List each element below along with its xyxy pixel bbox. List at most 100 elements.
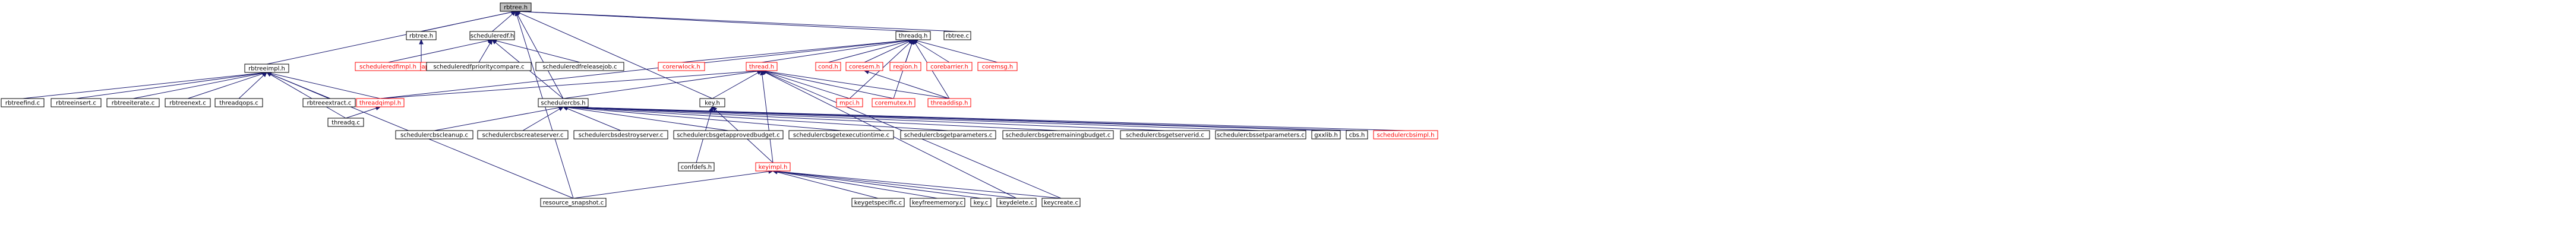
- node-keygetspecific-c[interactable]: keygetspecific.c: [851, 198, 905, 207]
- node-scheduleredf-h[interactable]: scheduleredf.h: [469, 31, 515, 40]
- node-schedulercbsdestroyserver-c[interactable]: schedulercbsdestroyserver.c: [573, 130, 668, 140]
- node-rbtree-h[interactable]: rbtree.h: [500, 2, 532, 12]
- node-thread-h[interactable]: thread.h: [746, 62, 778, 71]
- node-threadqops-c[interactable]: threadqops.c: [214, 98, 263, 107]
- node-box: [900, 130, 996, 140]
- node-box: [970, 198, 992, 207]
- edge-key_h-to-rbtree_h: [515, 11, 713, 99]
- node-label: schedulercbscleanup.c: [400, 132, 468, 139]
- node-resource-snapshot-c[interactable]: resource_snapshot.c: [540, 198, 607, 207]
- node-threaddisp-h[interactable]: threaddisp.h: [927, 98, 971, 107]
- node-coremsg-h[interactable]: coremsg.h: [977, 62, 1018, 71]
- node-keycreate-c[interactable]: keycreate.c: [1041, 198, 1081, 207]
- node-corerwlock-h[interactable]: corerwlock.h: [658, 62, 705, 71]
- edge-thread_h-to-threadq_h: [761, 39, 914, 63]
- edge-schedulercbsgetserverid_c-to-schedulercbs_h: [563, 106, 1166, 131]
- node-schedulercbs-h[interactable]: schedulercbs.h: [538, 98, 589, 107]
- node-box: [910, 198, 965, 207]
- node-rbtreeextract-c[interactable]: rbtreeextract.c: [302, 98, 356, 107]
- node-key-h[interactable]: key.h: [699, 98, 725, 107]
- node-box: [851, 198, 905, 207]
- node-rbtreefind-c[interactable]: rbtreefind.c: [1, 98, 45, 107]
- node-schedulercbsgetapprovedbudget-c[interactable]: schedulercbsgetapprovedbudget.c: [673, 130, 784, 140]
- node-label: keygetspecific.c: [854, 200, 902, 207]
- arrowhead-threaddisp_h-to-threadq_h: [913, 39, 918, 45]
- node-label: keyfreememory.c: [912, 200, 963, 207]
- node-rbtreenext-c[interactable]: rbtreenext.c: [165, 98, 211, 107]
- node-box: [673, 130, 784, 140]
- node-label: corebarrier.h: [930, 64, 968, 71]
- node-coremutex-h[interactable]: coremutex.h: [872, 98, 916, 107]
- node-scheduleredfimpl-h[interactable]: scheduleredfimpl.h: [355, 62, 421, 71]
- node-label: threadqops.c: [219, 100, 258, 107]
- node-box: [1120, 130, 1210, 140]
- node-label: schedulercbssetparameters.c: [1217, 132, 1305, 139]
- node-schedulercbsgetexecutiontime-c[interactable]: schedulercbsgetexecutiontime.c: [788, 130, 894, 140]
- edge-schedulercbs_h-to-rbtree_h: [515, 11, 564, 99]
- node-corebarrier-h[interactable]: corebarrier.h: [926, 62, 973, 71]
- node-schedulercbscreateserver-c[interactable]: schedulercbscreateserver.c: [477, 130, 569, 140]
- node-schedulercbssetparameters-c[interactable]: schedulercbssetparameters.c: [1215, 130, 1306, 140]
- node-threadqimpl-h[interactable]: threadqimpl.h: [356, 98, 405, 107]
- node-label: schedulercbscreateserver.c: [482, 132, 564, 139]
- node-coresem-h[interactable]: coresem.h: [845, 62, 883, 71]
- node-label: schedulercbsimpl.h: [1377, 132, 1435, 139]
- edge-rbtreeimpl_h-to-rbtree_h: [266, 11, 516, 65]
- node-scheduleredfreleasejob-c[interactable]: scheduleredfreleasejob.c: [535, 62, 624, 71]
- node-keydelete-c[interactable]: keydelete.c: [996, 198, 1037, 207]
- node-keyfreememory-c[interactable]: keyfreememory.c: [910, 198, 965, 207]
- node-rbtree-c[interactable]: rbtree.c: [943, 31, 971, 40]
- node-box: [500, 2, 532, 12]
- edge-schedulercbscreateserver_c-to-schedulercbs_h: [522, 106, 564, 131]
- node-schedulercbsgetparameters-c[interactable]: schedulercbsgetparameters.c: [900, 130, 996, 140]
- node-schedulercbsimpl-h[interactable]: schedulercbsimpl.h: [1373, 130, 1438, 140]
- node-box: [355, 62, 421, 71]
- node-label: mpci.h: [839, 100, 860, 107]
- node-schedulercbsgetserverid-c[interactable]: schedulercbsgetserverid.c: [1120, 130, 1210, 140]
- edge-coremutex_h-to-thread_h: [761, 70, 894, 99]
- arrowhead-keyimpl_h-to-key_h: [712, 106, 718, 112]
- node-key-c[interactable]: key.c: [970, 198, 992, 207]
- node-scheduleredfprioritycompare-c[interactable]: scheduleredfprioritycompare.c: [426, 62, 532, 71]
- node-cond-h[interactable]: cond.h: [815, 62, 841, 71]
- edge-threadqimpl_h-to-thread_h: [380, 70, 762, 99]
- node-threadq-c[interactable]: threadq.c: [327, 118, 364, 127]
- node-label: scheduleredfimpl.h: [359, 64, 416, 71]
- node-confdefs-h[interactable]: confdefs.h: [678, 162, 715, 172]
- node-box: [755, 162, 791, 172]
- node-box: [426, 62, 532, 71]
- node-mpci-h[interactable]: mpci.h: [836, 98, 863, 107]
- node-label: confdefs.h: [681, 164, 712, 171]
- node-region-h[interactable]: region.h: [889, 62, 921, 71]
- node-gxxlib-h[interactable]: gxxlib.h: [1311, 130, 1341, 140]
- arrowhead-schedulercbs_h-to-scheduleredf_h: [491, 39, 497, 45]
- node-box: [977, 62, 1018, 71]
- node-label: keydelete.c: [999, 200, 1034, 207]
- node-label: key.c: [974, 200, 989, 207]
- node-rbtreeiterate-c[interactable]: rbtreeiterate.c: [106, 98, 160, 107]
- node-box: [658, 62, 705, 71]
- node-schedulercbsgetremainingbudget-c[interactable]: schedulercbsgetremainingbudget.c: [1002, 130, 1114, 140]
- edge-threaddisp_h-to-thread_h: [761, 70, 950, 99]
- node-threadq-h[interactable]: threadq.h: [895, 31, 931, 40]
- edge-threadq_c-to-rbtreeimpl_h: [266, 72, 346, 119]
- node-label: rbtree.h: [504, 5, 528, 11]
- node-keyimpl-h[interactable]: keyimpl.h: [755, 162, 791, 172]
- node-schedulercbscleanup-c[interactable]: schedulercbscleanup.c: [395, 130, 473, 140]
- node-box: [872, 98, 916, 107]
- arrowhead-schedulercbscreateserver_c-to-schedulercbs_h: [558, 106, 564, 112]
- arrowhead-rbheap_h-to-rbtree_h2: [419, 39, 424, 45]
- node-cbs-h[interactable]: cbs.h: [1346, 130, 1368, 140]
- node-box: [889, 62, 921, 71]
- node-label: rbtreeextract.c: [307, 100, 352, 107]
- node-label: rbtreefind.c: [5, 100, 40, 107]
- edge-scheduleredf_h-to-rbtree_h: [492, 11, 516, 32]
- node-rbtreeimpl-h[interactable]: rbtreeimpl.h: [244, 64, 289, 73]
- node-rbtree-h2[interactable]: rbtree.h: [406, 31, 437, 40]
- edge-threadqops_c-to-rbtreeimpl_h: [238, 72, 267, 99]
- node-box: [996, 198, 1037, 207]
- edge-scheduleredfimpl_h-to-scheduleredf_h: [387, 39, 493, 63]
- node-label: rbtreeimpl.h: [248, 66, 285, 72]
- node-rbtreeinsert-c[interactable]: rbtreeinsert.c: [50, 98, 102, 107]
